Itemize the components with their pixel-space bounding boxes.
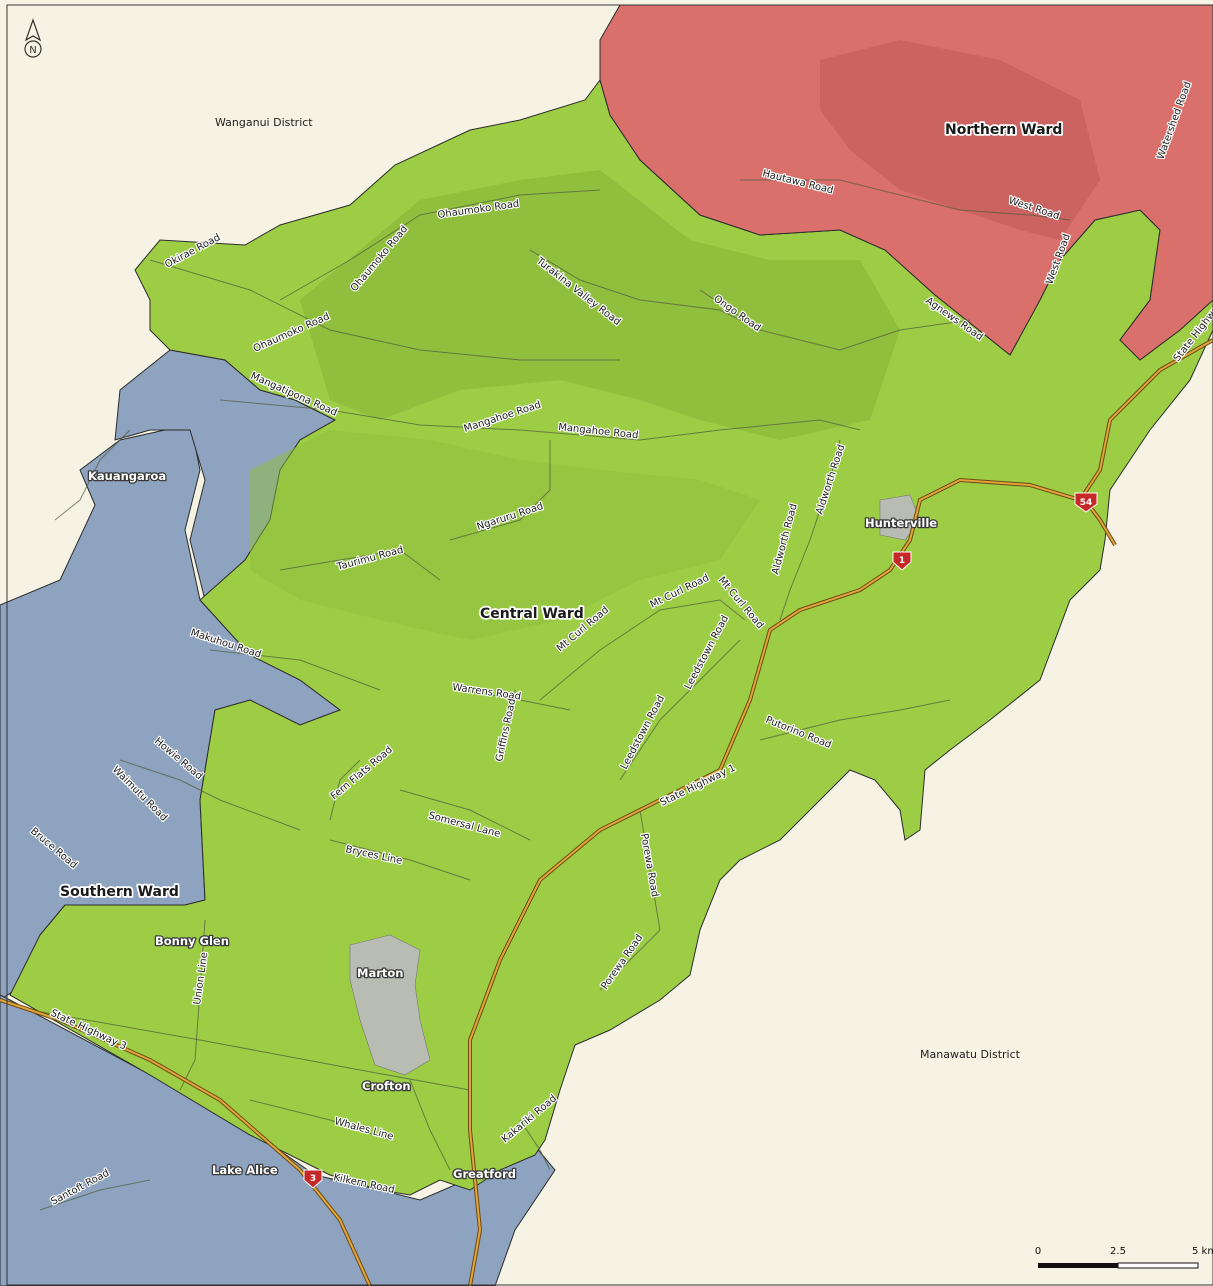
sh54-label: 54	[1080, 498, 1093, 508]
map-frame	[6, 4, 1213, 1286]
southern-ward-label: Southern Ward	[60, 884, 179, 900]
northern-ward-shading	[820, 40, 1100, 240]
sh3-shield[interactable]: 3	[303, 1169, 323, 1189]
marton-urban-area[interactable]	[349, 934, 431, 1076]
scale-bar: 0 2.5 5 km	[1035, 1246, 1213, 1269]
wanganui-district-label: Wanganui District	[215, 116, 313, 129]
hill-shading-2	[250, 430, 760, 640]
north-arrow: N	[24, 18, 42, 58]
kauangaroa-label: Kauangaroa	[88, 469, 166, 483]
highway-shield-icon	[1074, 492, 1098, 513]
scale-tick-0: 0	[1035, 1246, 1041, 1257]
northern-ward-label: Northern Ward	[945, 122, 1062, 138]
bonny-glen-label: Bonny Glen	[155, 934, 229, 948]
state-highways	[0, 338, 1213, 1286]
greatford-label: Greatford	[453, 1167, 516, 1181]
sh1-shield[interactable]: 1	[892, 551, 912, 571]
scale-tick-2: 5 km	[1192, 1246, 1213, 1257]
crofton-label: Crofton	[362, 1079, 411, 1093]
highway-shield-icon	[892, 551, 912, 571]
scale-tick-1: 2.5	[1110, 1246, 1126, 1257]
north-arrow-icon	[24, 18, 42, 42]
hill-shading	[300, 170, 900, 440]
north-label: N	[29, 45, 36, 56]
lake-alice-label: Lake Alice	[212, 1163, 278, 1177]
minor-roads	[29, 179, 1071, 1211]
hunterville-label: Hunterville	[865, 516, 937, 530]
manawatu-district-label: Manawatu District	[920, 1048, 1021, 1061]
sh3-label: 3	[310, 1174, 316, 1184]
sh54-shield[interactable]: 54	[1074, 492, 1098, 513]
central-ward-label: Central Ward	[480, 606, 584, 622]
marton-label: Marton	[357, 966, 403, 980]
highway-shield-icon	[303, 1169, 323, 1189]
sh1-label: 1	[899, 556, 905, 566]
